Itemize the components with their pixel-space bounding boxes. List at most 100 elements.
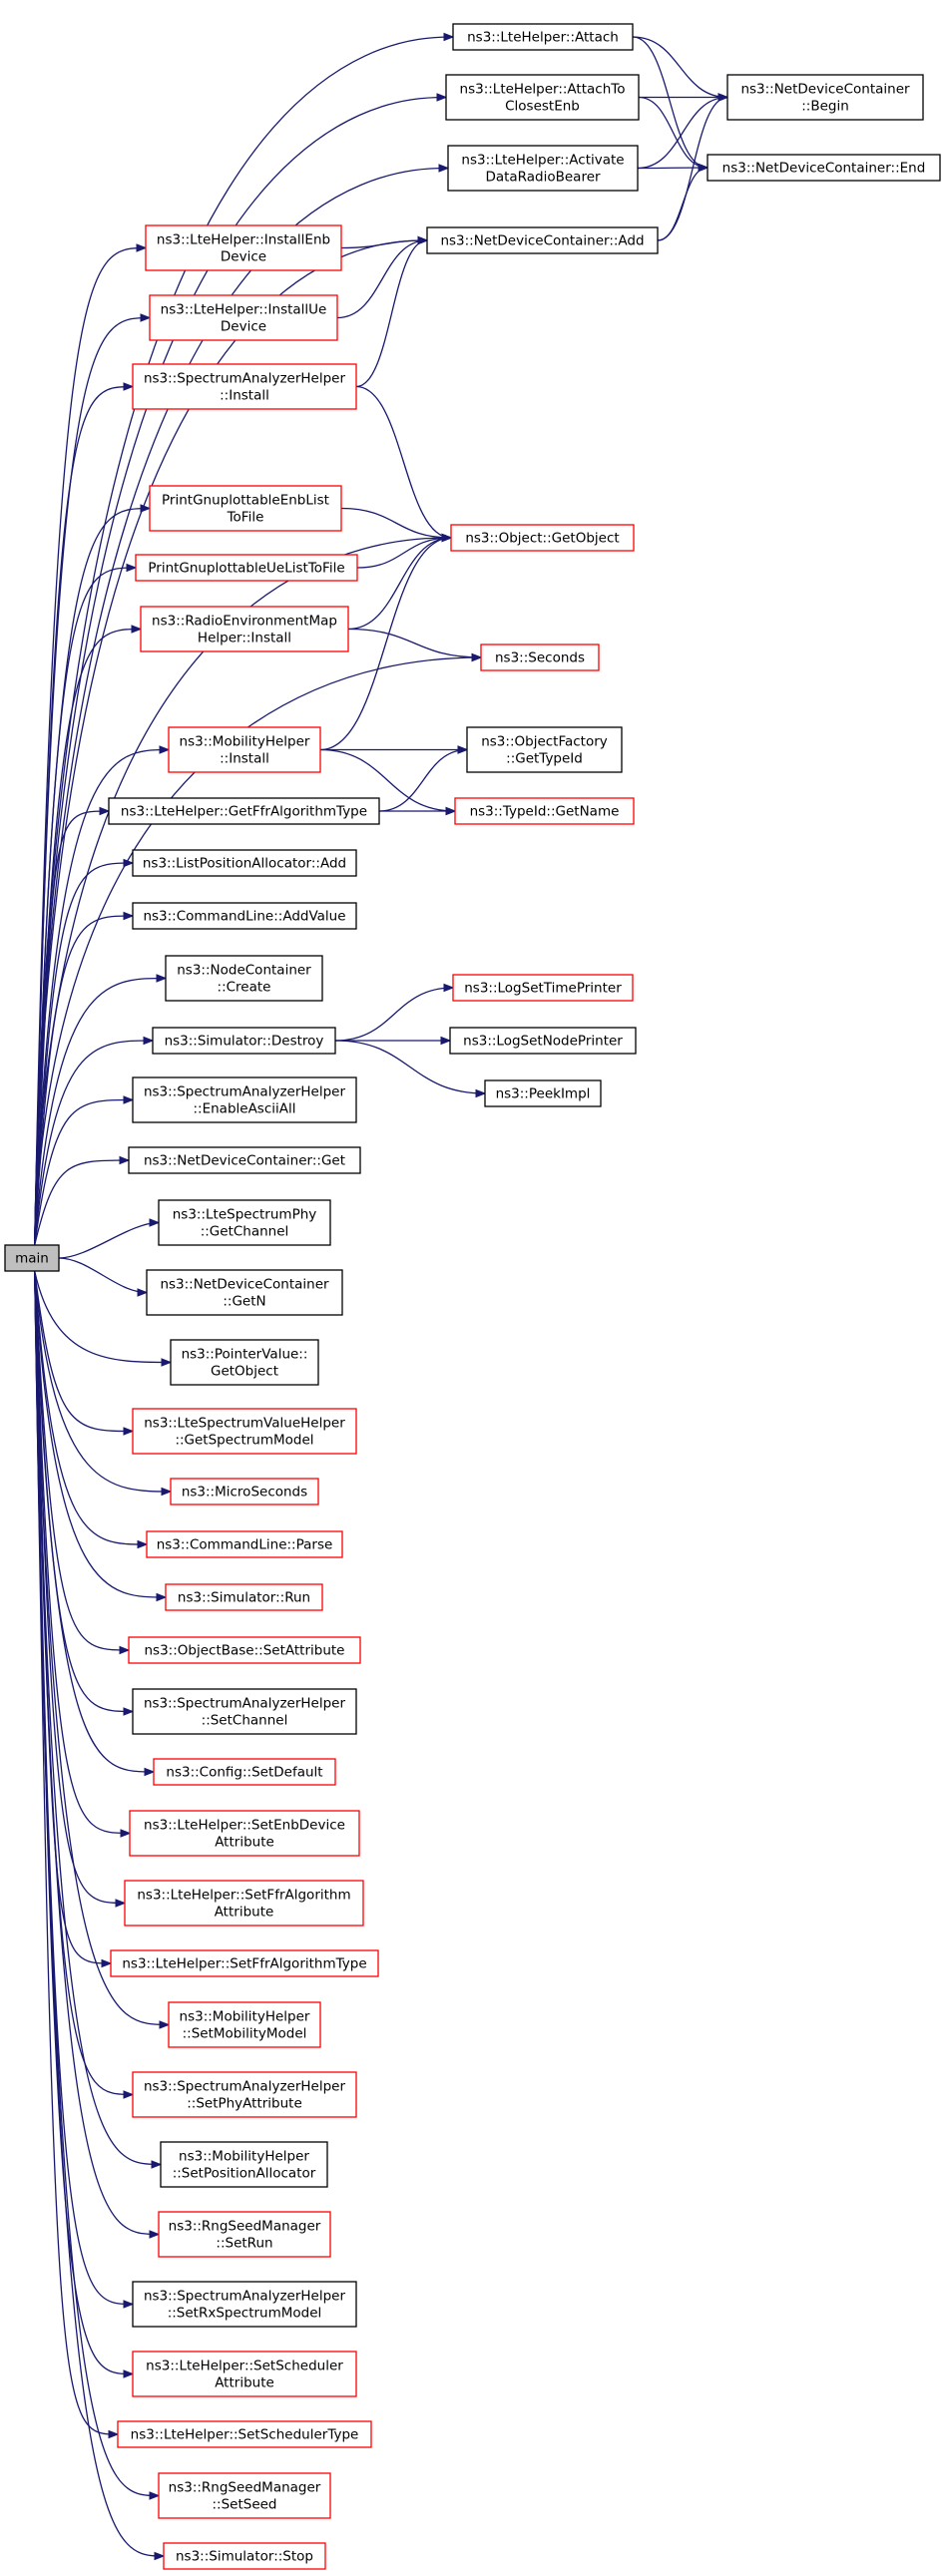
edge-main-to-lte_install_enb xyxy=(34,246,147,1246)
node-label: ns3::LteHelper::GetFfrAlgorithmType xyxy=(121,804,367,820)
node-label: ns3::MobilityHelper xyxy=(179,2149,309,2165)
node-object_getobject[interactable]: ns3::Object::GetObject xyxy=(450,524,635,552)
node-ndc_add[interactable]: ns3::NetDeviceContainer::Add xyxy=(426,226,659,254)
node-mobility_install[interactable]: ns3::MobilityHelper::Install xyxy=(168,726,321,773)
edge-sim_destroy-to-peekimpl xyxy=(334,1040,486,1094)
node-lsp_getchannel[interactable]: ns3::LteSpectrumPhy::GetChannel xyxy=(158,1199,331,1246)
node-sah_set_phy_attr[interactable]: ns3::SpectrumAnalyzerHelper::SetPhyAttri… xyxy=(132,2071,357,2118)
node-box xyxy=(4,1244,60,1272)
node-box xyxy=(140,606,349,652)
node-box xyxy=(152,1027,336,1055)
node-pv_getobject[interactable]: ns3::PointerValue::GetObject xyxy=(170,1339,319,1386)
arrowhead-cmd_parse xyxy=(137,1539,149,1549)
node-nc_create[interactable]: ns3::NodeContainer::Create xyxy=(165,955,323,1002)
node-log_time_printer[interactable]: ns3::LogSetTimePrinter xyxy=(452,974,634,1002)
node-box xyxy=(726,74,924,121)
node-lte_set_ffr_type[interactable]: ns3::LteHelper::SetFfrAlgorithmType xyxy=(110,1949,379,1977)
edges-layer xyxy=(34,32,729,2561)
edge-main-to-mh_set_posalloc xyxy=(34,1270,162,2166)
edge-sah_install-to-ndc_add xyxy=(355,239,428,388)
node-ndc_getn[interactable]: ns3::NetDeviceContainer::GetN xyxy=(146,1269,343,1316)
arrowhead-ndc_begin xyxy=(717,93,729,102)
arrowhead-sah_setchannel xyxy=(123,1707,135,1716)
node-cfg_setdefault[interactable]: ns3::Config::SetDefault xyxy=(153,1758,336,1786)
node-box xyxy=(454,797,635,825)
node-box xyxy=(170,1339,319,1386)
node-lte_getffr_type[interactable]: ns3::LteHelper::GetFfrAlgorithmType xyxy=(108,797,380,825)
node-label: ns3::LogSetNodePrinter xyxy=(463,1034,623,1050)
arrowhead-lte_set_enb_attr xyxy=(120,1829,132,1838)
arrowhead-lte_set_ffr_attr xyxy=(115,1899,127,1908)
node-cmd_addvalue[interactable]: ns3::CommandLine::AddValue xyxy=(132,902,357,930)
node-sah_enable_ascii[interactable]: ns3::SpectrumAnalyzerHelper::EnableAscii… xyxy=(132,1076,357,1123)
node-label: ns3::RngSeedManager xyxy=(169,2219,321,2235)
node-label: ns3::Object::GetObject xyxy=(465,531,619,547)
node-sah_install[interactable]: ns3::SpectrumAnalyzerHelper::Install xyxy=(132,363,357,410)
edge-main-to-rng_setrun xyxy=(34,1270,160,2236)
node-label: ::GetSpectrumModel xyxy=(175,1433,313,1449)
node-label: ns3::SpectrumAnalyzerHelper xyxy=(144,2289,346,2305)
node-mh_set_model[interactable]: ns3::MobilityHelper::SetMobilityModel xyxy=(168,2001,321,2048)
node-ndc_get[interactable]: ns3::NetDeviceContainer::Get xyxy=(128,1146,361,1174)
node-ndc_end[interactable]: ns3::NetDeviceContainer::End xyxy=(707,154,941,182)
node-box xyxy=(135,554,358,582)
node-box xyxy=(132,1076,357,1123)
node-label: ns3::SpectrumAnalyzerHelper xyxy=(144,371,346,387)
edge-remh_install-to-seconds xyxy=(347,628,482,658)
node-sim_destroy[interactable]: ns3::Simulator::Destroy xyxy=(152,1027,336,1055)
node-label: ::Create xyxy=(218,980,271,996)
node-seconds[interactable]: ns3::Seconds xyxy=(480,644,600,671)
node-box xyxy=(158,2211,331,2258)
node-label: Device xyxy=(221,249,266,265)
node-microseconds[interactable]: ns3::MicroSeconds xyxy=(170,1478,319,1505)
node-peekimpl[interactable]: ns3::PeekImpl xyxy=(484,1079,602,1107)
arrowhead-objfactory_gettypeid xyxy=(457,745,469,754)
node-lte_set_sched_type[interactable]: ns3::LteHelper::SetSchedulerType xyxy=(117,2420,372,2448)
node-label: ns3::PeekImpl xyxy=(496,1086,591,1102)
node-objfactory_gettypeid[interactable]: ns3::ObjectFactory::GetTypeId xyxy=(466,726,623,773)
node-box xyxy=(450,524,635,552)
node-box xyxy=(158,1199,331,1246)
node-print_ue[interactable]: PrintGnuplottableUeListToFile xyxy=(135,554,358,582)
arrowhead-cmd_addvalue xyxy=(123,911,135,921)
node-ndc_begin[interactable]: ns3::NetDeviceContainer::Begin xyxy=(726,74,924,121)
node-label: ::Install xyxy=(220,751,269,767)
node-label: ns3::LteHelper::SetSchedulerType xyxy=(131,2427,359,2443)
node-box xyxy=(452,974,634,1002)
arrowhead-pv_getobject xyxy=(161,1358,173,1367)
node-typeid_getname[interactable]: ns3::TypeId::GetName xyxy=(454,797,635,825)
node-mh_set_posalloc[interactable]: ns3::MobilityHelper::SetPositionAllocato… xyxy=(160,2141,328,2188)
edge-print_ue-to-object_getobject xyxy=(356,537,452,569)
node-label: ns3::MicroSeconds xyxy=(182,1485,307,1501)
edge-main-to-ob_setattr xyxy=(34,1270,130,1651)
node-label: ClosestEnb xyxy=(505,99,580,115)
node-ob_setattr[interactable]: ns3::ObjectBase::SetAttribute xyxy=(128,1636,361,1664)
node-log_node_printer[interactable]: ns3::LogSetNodePrinter xyxy=(449,1027,637,1055)
node-label: ns3::LteHelper::SetFfrAlgorithmType xyxy=(122,1956,366,1972)
node-rng_setrun[interactable]: ns3::RngSeedManager::SetRun xyxy=(158,2211,331,2258)
node-sim_stop[interactable]: ns3::Simulator::Stop xyxy=(163,2542,326,2570)
node-sim_run[interactable]: ns3::Simulator::Run xyxy=(165,1583,323,1611)
edge-main-to-lte_set_sched_type xyxy=(34,1270,119,2435)
node-box xyxy=(124,1880,364,1927)
node-cmd_parse[interactable]: ns3::CommandLine::Parse xyxy=(146,1530,343,1558)
arrowhead-lte_getffr_type xyxy=(99,806,111,816)
node-sah_setchannel[interactable]: ns3::SpectrumAnalyzerHelper::SetChannel xyxy=(132,1688,357,1735)
node-sah_set_rx_model[interactable]: ns3::SpectrumAnalyzerHelper::SetRxSpectr… xyxy=(132,2281,357,2328)
arrowhead-mh_set_posalloc xyxy=(151,2160,163,2169)
edge-main-to-cmd_parse xyxy=(34,1270,148,1545)
node-lpa_add[interactable]: ns3::ListPositionAllocator::Add xyxy=(132,849,357,877)
node-box xyxy=(426,226,659,254)
node-lsvh_getmodel[interactable]: ns3::LteSpectrumValueHelper::GetSpectrum… xyxy=(132,1408,357,1455)
node-lte_attach[interactable]: ns3::LteHelper::Attach xyxy=(452,23,634,51)
node-rng_setseed[interactable]: ns3::RngSeedManager::SetSeed xyxy=(158,2472,331,2519)
